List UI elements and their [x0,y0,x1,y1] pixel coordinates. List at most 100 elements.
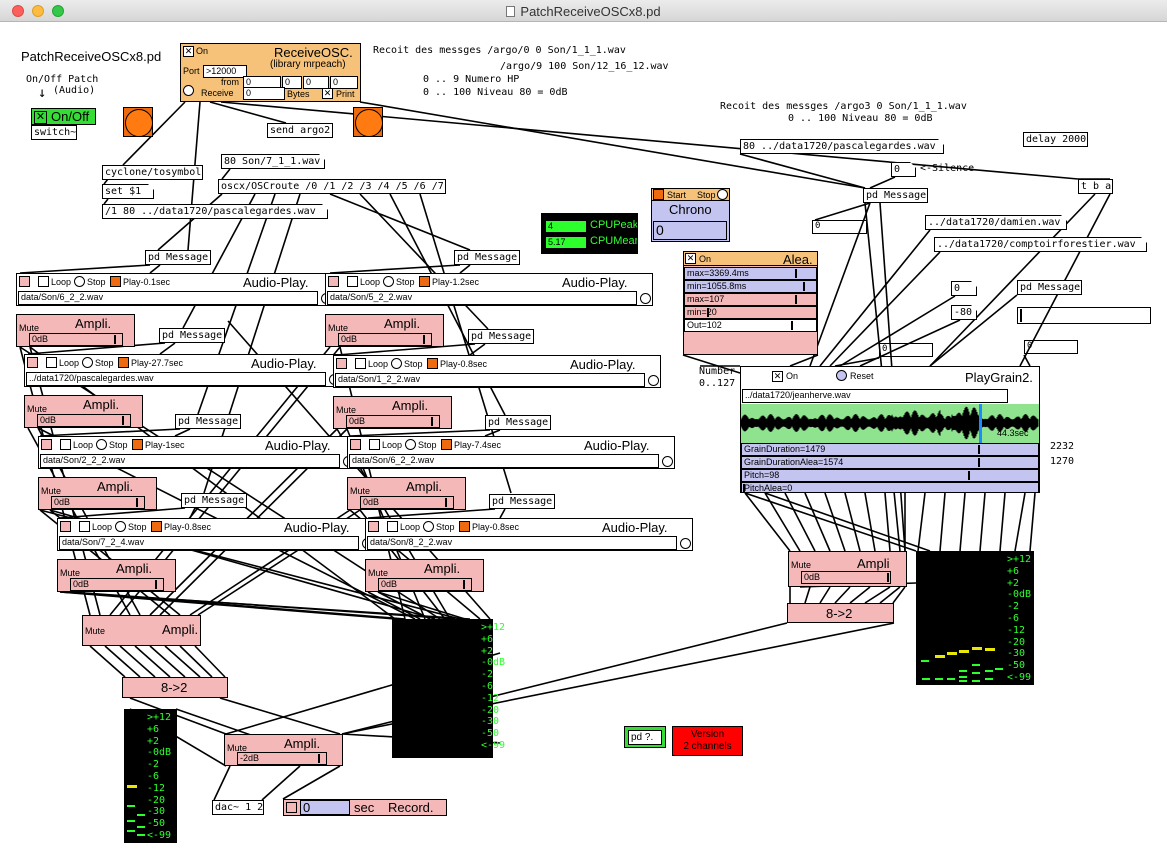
play-button[interactable] [151,521,162,532]
stop-button[interactable] [115,521,126,532]
stop-button[interactable] [383,276,394,287]
receiveosc-on-checkbox[interactable]: ✕ [183,46,194,57]
ampli-slider[interactable]: 0dB [378,578,472,591]
bang-button-1[interactable] [123,107,153,137]
audio-file-path[interactable]: data/Son/8_2_2.wav [367,536,677,550]
loop-checkbox[interactable] [387,521,398,532]
number-box-b[interactable]: 0 [879,343,933,357]
play-button[interactable] [118,357,129,368]
play-button[interactable] [441,439,452,450]
level-slider[interactable] [1017,307,1151,324]
stop-button[interactable] [96,439,107,450]
player-toggle[interactable] [27,357,38,368]
ampli-playgrain-slider[interactable]: 0dB [801,571,891,584]
loop-checkbox[interactable] [347,276,358,287]
pd-message-right[interactable]: pd Message [863,188,928,203]
alea-slider-4[interactable]: Out=102 [684,319,817,332]
bang-button-2[interactable] [353,107,383,137]
stop-button[interactable] [405,439,416,450]
play-button[interactable] [110,276,121,287]
pd-message-1[interactable]: pd Message [145,250,211,265]
play-button[interactable] [132,439,143,450]
ampli-mixer-left-mute[interactable]: Mute [85,626,106,636]
close-window-button[interactable] [12,5,24,17]
file-open-button[interactable] [648,375,659,386]
audio-file-path[interactable]: data/Son/6_2_2.wav [18,291,318,305]
message-pascalegardes-1[interactable]: /1 80 ../data1720/pascalegardes.wav [102,204,328,219]
dac-object[interactable]: dac~ 1 2 [212,800,264,815]
alea-slider-2[interactable]: max=107 [684,293,817,306]
chrono-start-bang[interactable] [653,189,664,200]
ampli-master-slider[interactable]: -2dB [237,752,327,765]
message-80-son[interactable]: 80 Son/7_1_1.wav [221,154,325,169]
alea-slider-3[interactable]: min=20 [684,306,817,319]
pd-message-5[interactable]: pd Message [175,414,241,429]
grain-duration-slider[interactable]: GrainDuration=1479 [741,443,1039,456]
pitch-alea-slider[interactable]: PitchAlea=0 [741,482,1039,492]
chrono-value[interactable]: 0 [653,221,727,240]
stop-button[interactable] [423,521,434,532]
ampli-mute[interactable]: Mute [368,568,389,578]
message-neg80[interactable]: -80 [951,305,977,320]
oscroute-object[interactable]: oscx/OSCroute /0 /1 /2 /3 /4 /5 /6 /7 [218,179,446,194]
audio-file-path[interactable]: data/Son/7_2_4.wav [59,536,359,550]
ampli-slider[interactable]: 0dB [29,333,123,346]
ampli-slider[interactable]: 0dB [70,578,164,591]
pd-message-4[interactable]: pd Message [468,329,534,344]
stop-button[interactable] [391,358,402,369]
minimize-window-button[interactable] [32,5,44,17]
zoom-window-button[interactable] [52,5,64,17]
player-toggle[interactable] [368,521,379,532]
delay-object[interactable]: delay 2000 [1023,132,1088,147]
tba-object[interactable]: t b a [1078,179,1113,194]
chrono-stop-bang[interactable] [717,189,728,200]
number-box-c[interactable]: 0 [1024,340,1078,354]
patch-canvas[interactable]: PatchReceiveOSCx8.pd On/Off Patch (Audio… [0,23,1167,851]
set-message[interactable]: set $1 [102,184,154,199]
print-checkbox[interactable]: ✕ [322,88,333,99]
player-toggle[interactable] [336,358,347,369]
audio-file-path[interactable]: data/Son/6_2_2.wav [349,454,659,468]
alea-on-checkbox[interactable]: ✕ [685,253,696,264]
audio-file-path[interactable]: ../data1720/pascalegardes.wav [26,372,326,386]
ampli-slider[interactable]: 0dB [360,496,454,509]
stop-button[interactable] [74,276,85,287]
loop-checkbox[interactable] [355,358,366,369]
from-ip3[interactable]: 0 [303,76,329,89]
audio-file-path[interactable]: data/Son/1_2_2.wav [335,373,645,387]
pd-help-object[interactable]: pd ?. [628,730,662,745]
ampli-mute[interactable]: Mute [350,486,371,496]
player-toggle[interactable] [350,439,361,450]
ampli-mute[interactable]: Mute [60,568,81,578]
record-time[interactable]: 0 [300,800,350,815]
waveform-display[interactable]: 44.3sec [741,404,1039,443]
message-pascalegardes-2[interactable]: 80 ../data1720/pascalegardes.wav [740,139,944,154]
tosymbol-object[interactable]: cyclone/tosymbol [102,165,203,180]
ampli-mute[interactable]: Mute [41,486,62,496]
ampli-mute[interactable]: Mute [19,323,40,333]
from-ip2[interactable]: 0 [282,76,302,89]
bytes-number-box[interactable]: 0 [243,87,285,100]
ampli-mute[interactable]: Mute [336,405,357,415]
play-button[interactable] [427,358,438,369]
pd-message-6[interactable]: pd Message [485,415,551,430]
ampli-mute[interactable]: Mute [328,323,349,333]
pd-message-7[interactable]: pd Message [181,493,247,508]
ampli-slider[interactable]: 0dB [338,333,432,346]
player-toggle[interactable] [41,439,52,450]
pd-message-3[interactable]: pd Message [159,328,225,343]
grain-duration-alea-slider[interactable]: GrainDurationAlea=1574 [741,456,1039,469]
player-toggle[interactable] [60,521,71,532]
loop-checkbox[interactable] [79,521,90,532]
play-button[interactable] [459,521,470,532]
player-toggle[interactable] [328,276,339,287]
alea-slider-1[interactable]: min=1055.8ms [684,280,817,293]
audio-file-path[interactable]: data/Son/5_2_2.wav [327,291,637,305]
onoff-checkbox[interactable]: ✕ [34,111,47,124]
pd-message-2[interactable]: pd Message [454,250,520,265]
silence-message[interactable]: 0 [891,162,916,177]
alea-slider-0[interactable]: max=3369.4ms [684,267,817,280]
audio-file-path[interactable]: data/Son/2_2_2.wav [40,454,340,468]
pd-message-8[interactable]: pd Message [489,494,555,509]
loop-checkbox[interactable] [46,357,57,368]
